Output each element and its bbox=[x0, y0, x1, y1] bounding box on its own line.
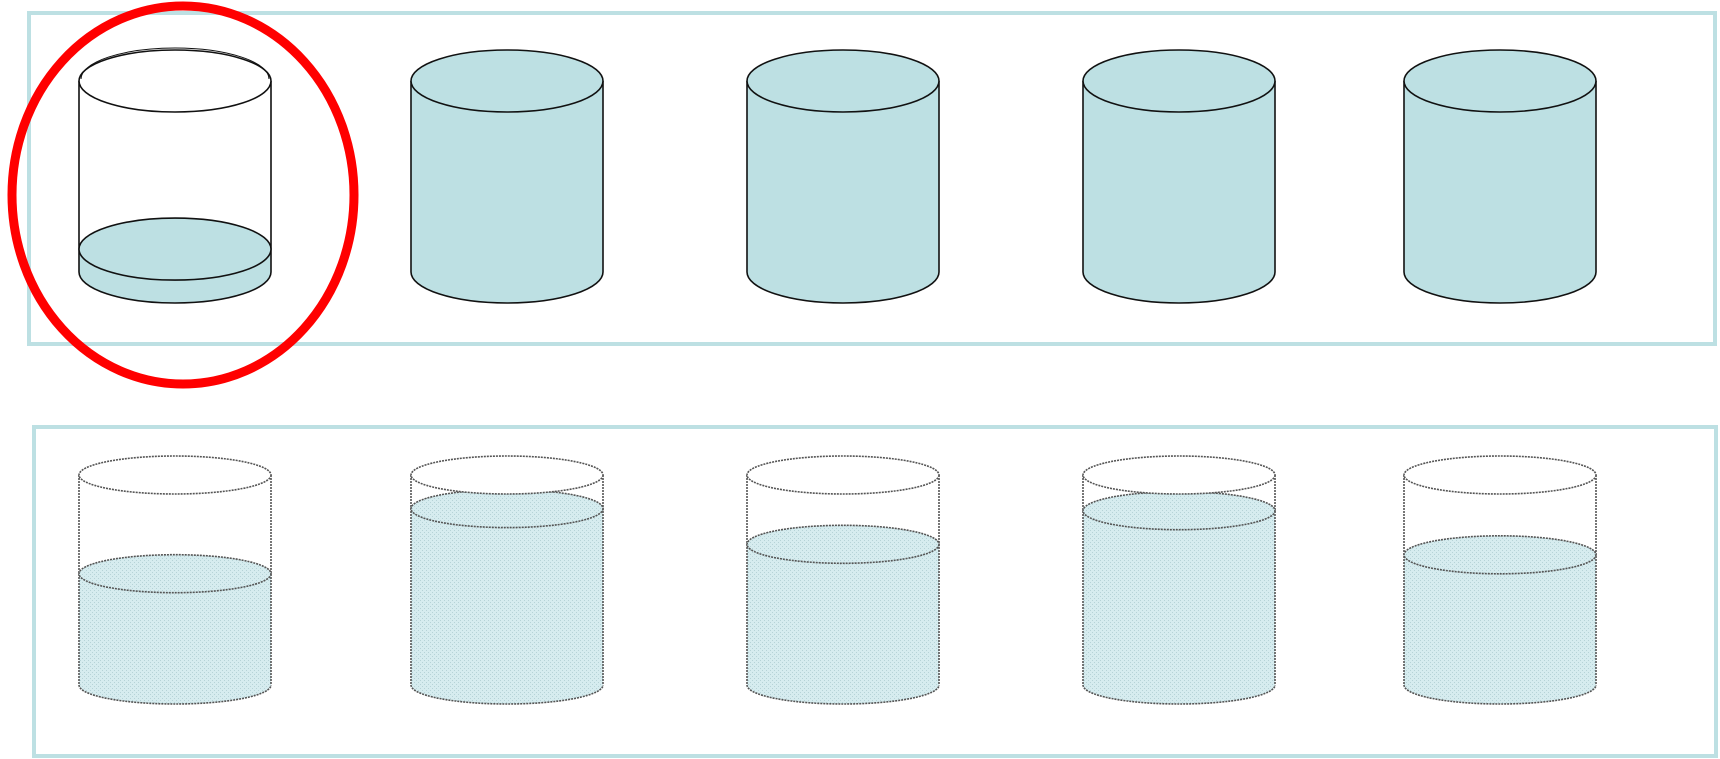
water-surface bbox=[411, 490, 603, 528]
water-body bbox=[747, 81, 939, 303]
top-rim bbox=[411, 50, 603, 112]
bottom-row-cylinder-3 bbox=[747, 456, 939, 704]
water-body bbox=[1083, 511, 1275, 704]
water-body bbox=[411, 509, 603, 704]
water-body bbox=[747, 544, 939, 704]
top-rim bbox=[1083, 50, 1275, 112]
top-rim bbox=[79, 456, 271, 494]
water-surface bbox=[1083, 492, 1275, 530]
water-surface bbox=[747, 525, 939, 563]
top-rim bbox=[411, 456, 603, 494]
water-body bbox=[1404, 81, 1596, 303]
top-row bbox=[79, 48, 1596, 303]
top-rim bbox=[747, 456, 939, 494]
bottom-row-cylinder-1 bbox=[79, 456, 271, 704]
top-rim bbox=[1083, 456, 1275, 494]
bottom-row bbox=[79, 456, 1596, 704]
top-rim bbox=[79, 50, 271, 112]
top-rim bbox=[1404, 50, 1596, 112]
water-surface bbox=[79, 555, 271, 593]
bottom-row-cylinder-4 bbox=[1083, 456, 1275, 704]
water-surface bbox=[79, 218, 271, 280]
bottom-row-cylinder-5 bbox=[1404, 456, 1596, 704]
water-surface bbox=[1404, 536, 1596, 574]
top-row-cylinder-2 bbox=[411, 50, 603, 303]
top-row-cylinder-4 bbox=[1083, 50, 1275, 303]
water-body bbox=[411, 81, 603, 303]
water-body bbox=[1404, 555, 1596, 704]
top-rim bbox=[747, 50, 939, 112]
top-row-cylinder-1 bbox=[79, 48, 271, 303]
top-row-cylinder-3 bbox=[747, 50, 939, 303]
bottom-row-cylinder-2 bbox=[411, 456, 603, 704]
top-rim bbox=[1404, 456, 1596, 494]
top-row-cylinder-5 bbox=[1404, 50, 1596, 303]
water-body bbox=[1083, 81, 1275, 303]
